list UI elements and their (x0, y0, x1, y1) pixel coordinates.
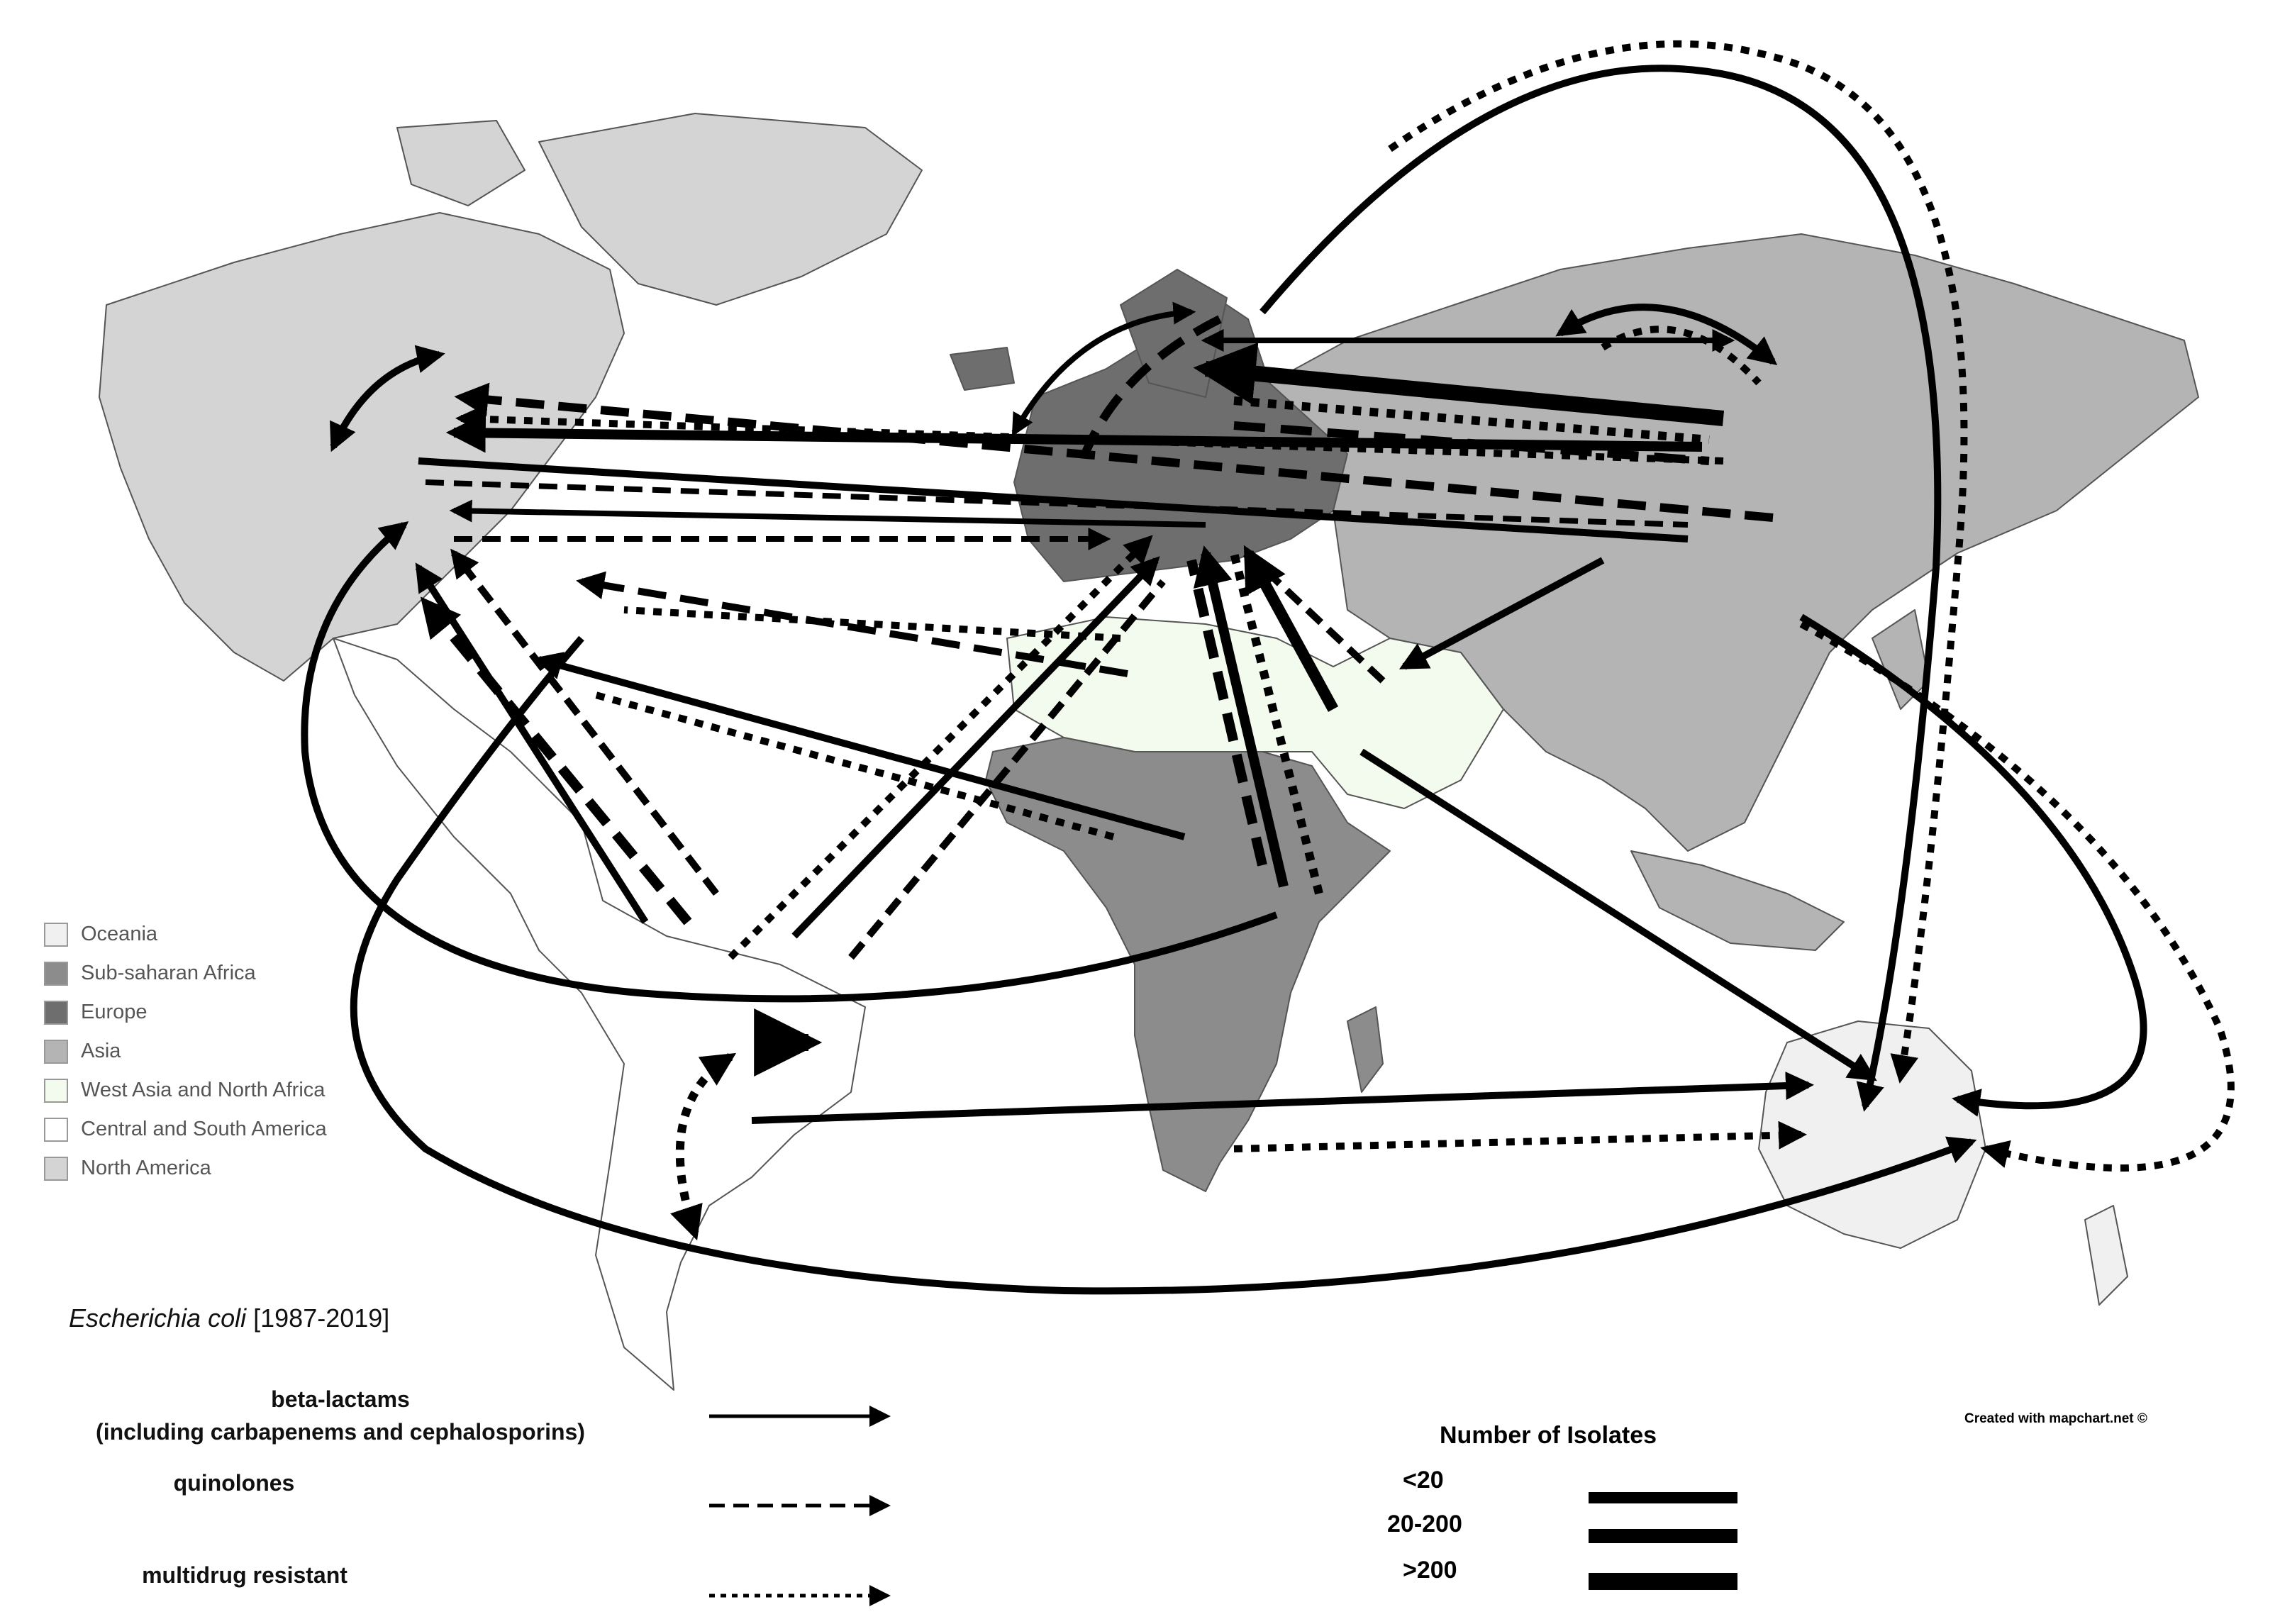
drug-class-name: quinolones (173, 1470, 295, 1496)
flow-arrow (576, 571, 1128, 677)
flow-arrow (751, 1072, 1814, 1124)
drug-class-label-quinolones: quinolones (113, 1467, 355, 1499)
legend-row-sub-saharan-africa: Sub-saharan Africa (44, 954, 327, 993)
flow-arrows (301, 40, 2235, 1295)
flow-arrow (670, 1052, 737, 1241)
legend-row-central-south-america: Central and South America (44, 1110, 327, 1149)
legend-row-asia: Asia (44, 1032, 327, 1071)
land-north-america (99, 113, 923, 682)
isolates-level-small: <20 (1403, 1467, 1444, 1494)
flow-arrow (454, 382, 1774, 522)
flow-arrow (728, 535, 1153, 960)
legend-swatch (44, 1117, 68, 1142)
credit-text: Created with mapchart.net © (1964, 1411, 2147, 1426)
flow-arrow (450, 548, 719, 896)
flow-arrow (425, 479, 1689, 528)
drug-class-subtitle: (including carbapenems and cephalosporin… (96, 1419, 585, 1445)
legend-swatch (44, 1039, 68, 1064)
land-sub-saharan-africa (985, 737, 1391, 1192)
land-central-south-america (333, 638, 866, 1391)
isolates-level-large: >200 (1403, 1557, 1457, 1584)
legend-swatch (44, 1156, 68, 1181)
flow-arrow (449, 499, 1206, 528)
flow-arrow (1799, 613, 2147, 1117)
legend-row-west-asia-north-africa: West Asia and North Africa (44, 1071, 327, 1110)
legend-row-oceania: Oceania (44, 915, 327, 954)
flow-arrow (1233, 1120, 1807, 1152)
legend-label: Sub-saharan Africa (81, 962, 256, 984)
legend-label: North America (81, 1157, 211, 1179)
legend-swatch (44, 922, 68, 947)
flow-arrow (1011, 301, 1196, 437)
flow-arrow (1081, 315, 1222, 456)
legend-row-europe: Europe (44, 993, 327, 1032)
flow-arrow (330, 345, 445, 452)
flow-arrow (791, 556, 1160, 939)
legend-swatch (44, 961, 68, 986)
flow-arrow (1242, 545, 1339, 712)
flow-arrow (1259, 65, 1942, 1112)
isolate-legend-lines (1589, 1492, 1737, 1590)
flow-arrow (420, 596, 692, 925)
drug-class-name: multidrug resistant (142, 1562, 347, 1588)
flow-arrow (1601, 326, 1762, 386)
legend-row-north-america: North America (44, 1149, 327, 1188)
flow-arrow (623, 606, 1121, 642)
map-title: Escherichia coli [1987-2019] (69, 1303, 389, 1333)
legend-label: Central and South America (81, 1118, 327, 1140)
flow-arrow (418, 457, 1689, 543)
flow-arrow (1398, 557, 1605, 670)
species-name: Escherichia coli (69, 1303, 247, 1333)
flow-arrow (1233, 421, 1710, 465)
drug-class-legend-lines (709, 1406, 891, 1606)
flow-arrow (1555, 304, 1778, 366)
drug-class-name: beta-lactams (271, 1386, 410, 1412)
flow-arrow (533, 652, 1186, 840)
flow-arrow (301, 521, 1278, 1003)
legend-swatch (44, 1078, 68, 1103)
flow-arrow (1388, 40, 1968, 1084)
legend-label: Asia (81, 1040, 121, 1062)
flow-arrow (1193, 342, 1725, 426)
legend-label: West Asia and North Africa (81, 1079, 326, 1101)
period: [1987-2019] (253, 1303, 390, 1333)
drug-class-label-beta-lactams: beta-lactams (including carbapenems and … (78, 1383, 603, 1449)
isolates-legend-title: Number of Isolates (1440, 1422, 1657, 1449)
isolates-level-medium: 20-200 (1387, 1511, 1462, 1537)
flow-arrow (1233, 396, 1710, 444)
flow-arrow (1359, 748, 1877, 1081)
flow-arrow (1230, 552, 1323, 895)
legend-label: Oceania (81, 923, 158, 945)
flow-arrow (594, 691, 1115, 840)
legend-label: Europe (81, 1001, 148, 1023)
flow-arrow (350, 635, 1977, 1295)
flow-arrow (1193, 545, 1289, 888)
legend-swatch (44, 1000, 68, 1025)
region-legend: Oceania Sub-saharan Africa Europe Asia W… (44, 915, 327, 1188)
flow-arrow (848, 579, 1166, 960)
flow-arrow (1799, 621, 2235, 1172)
flow-arrow (1186, 559, 1267, 867)
drug-class-label-multidrug: multidrug resistant (106, 1559, 383, 1591)
